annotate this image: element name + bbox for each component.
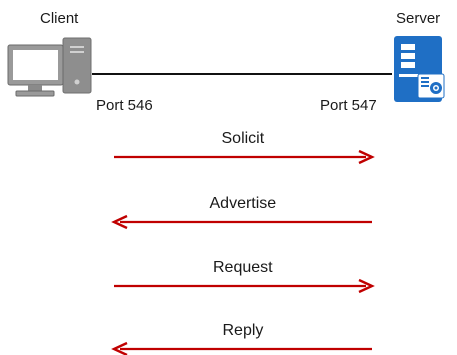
message-label: Reply [222,322,264,339]
message-arrows [111,149,375,355]
server-icon [394,36,445,102]
client-label: Client [40,10,79,27]
message-label: Request [213,259,273,276]
message-arrow-head [111,341,128,355]
message-arrow-head [358,149,375,165]
message-label: Advertise [209,195,277,212]
message-arrow-head [358,278,375,294]
server-label: Server [396,10,441,27]
client-port-label: Port 546 [96,97,153,114]
client-computer-icon [7,37,92,97]
message-arrow-head [111,214,128,230]
message-label: Solicit [221,130,265,147]
server-port-label: Port 547 [320,97,377,114]
